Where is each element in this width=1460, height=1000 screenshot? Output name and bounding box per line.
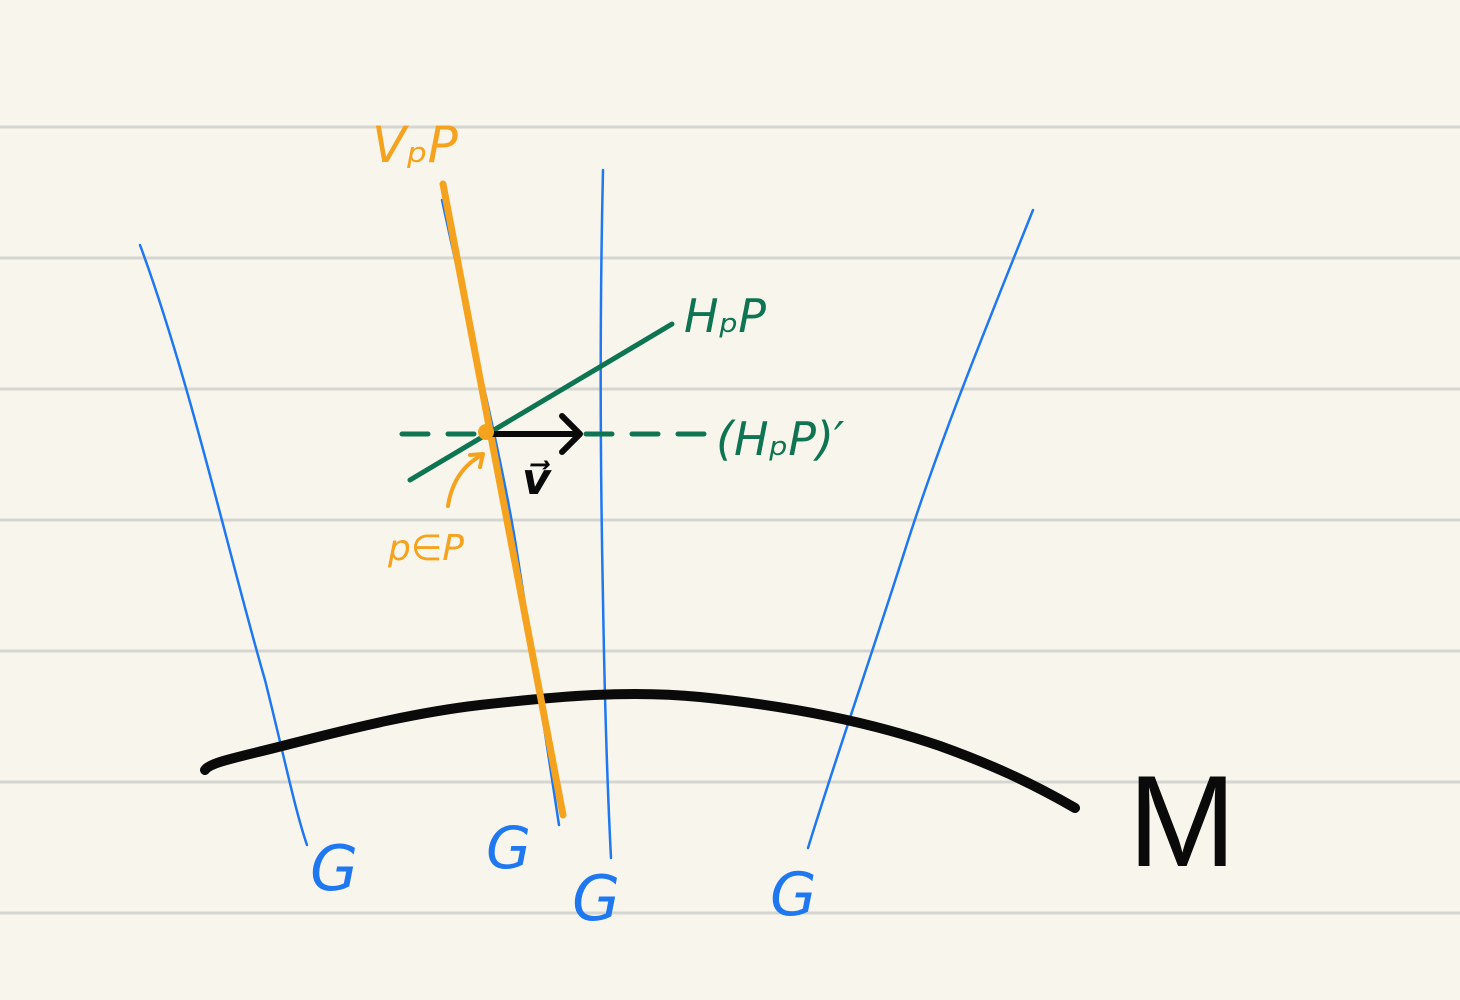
fiber-1 bbox=[138, 243, 309, 847]
fiber-2-label: G bbox=[486, 814, 531, 882]
pointer-curve bbox=[446, 453, 484, 508]
fiber-3-label: G bbox=[572, 862, 620, 935]
paper-rules bbox=[0, 125, 1460, 915]
base-manifold-curve bbox=[200, 688, 1080, 813]
vector-arrow bbox=[484, 413, 583, 455]
fiber-4-label: G bbox=[770, 860, 817, 930]
horizontal-space-label: HₚP bbox=[684, 289, 766, 343]
fiber-2 bbox=[440, 198, 561, 827]
vector-label: v⃗ bbox=[522, 454, 552, 505]
base-manifold-label: M bbox=[1128, 748, 1236, 894]
fibers bbox=[138, 168, 1035, 860]
alt-horizontal-space-label: (HₚP)′ bbox=[716, 412, 845, 466]
horizontal-space-line bbox=[407, 321, 675, 483]
fiber-3 bbox=[599, 168, 613, 860]
vertical-space-label: VₚP bbox=[372, 116, 459, 174]
vector-head bbox=[559, 413, 583, 455]
point-pointer-arrow bbox=[446, 452, 485, 508]
point-p bbox=[478, 424, 494, 440]
vertical-space-line bbox=[439, 180, 567, 819]
fiber-1-label: G bbox=[310, 832, 358, 905]
point-label: p∈P bbox=[387, 528, 464, 569]
fiber-4 bbox=[806, 208, 1035, 850]
pointer-head bbox=[468, 452, 485, 469]
